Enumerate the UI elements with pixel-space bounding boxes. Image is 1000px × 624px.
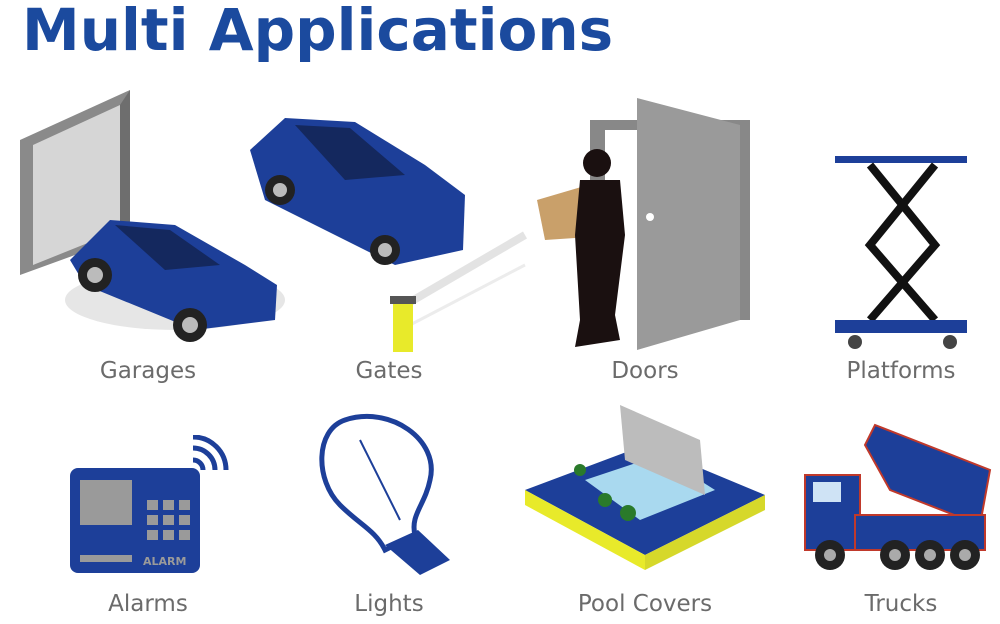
garage-car-icon bbox=[20, 90, 285, 342]
light-bulb-icon bbox=[319, 413, 450, 575]
page-title: Multi Applications bbox=[22, 0, 614, 64]
label-alarms: Alarms bbox=[108, 591, 188, 617]
scissor-lift-icon bbox=[835, 156, 967, 349]
dump-truck-icon bbox=[804, 423, 992, 570]
alarm-text: ALARM bbox=[143, 555, 186, 568]
alarm-keypad-icon: ALARM bbox=[70, 435, 229, 573]
label-lights: Lights bbox=[354, 591, 424, 617]
label-garages: Garages bbox=[99, 358, 197, 384]
label-trucks: Trucks bbox=[864, 591, 938, 617]
label-gates: Gates bbox=[355, 358, 423, 384]
label-pool-covers: Pool Covers bbox=[577, 591, 713, 617]
door-delivery-icon bbox=[537, 98, 750, 350]
label-doors: Doors bbox=[611, 358, 679, 384]
label-platforms: Platforms bbox=[846, 358, 956, 384]
gate-barrier-car-icon bbox=[250, 118, 528, 352]
pool-cover-icon bbox=[525, 405, 765, 570]
